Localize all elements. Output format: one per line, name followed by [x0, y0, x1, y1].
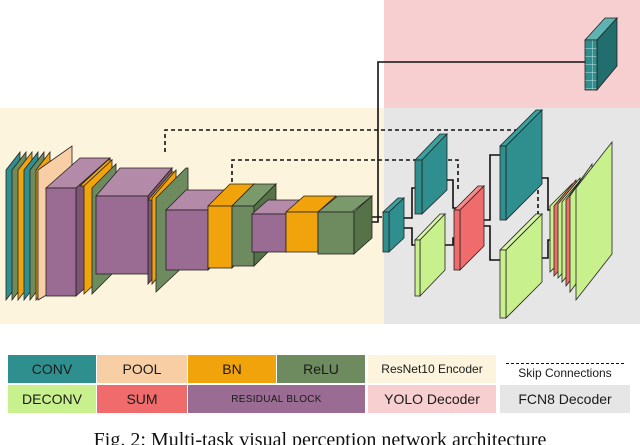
legend-yolo-decoder: YOLO Decoder — [368, 385, 496, 413]
legend-bn: BN — [188, 355, 276, 383]
legend-sum: SUM — [97, 385, 187, 413]
figure-caption: Fig. 2: Multi-task visual perception net… — [93, 429, 547, 445]
legend-deconv: DECONV — [8, 385, 96, 413]
skip-connections — [164, 129, 539, 218]
yolo-output-grid — [584, 16, 618, 92]
res-block-4 — [250, 195, 374, 255]
decoder-blocks — [381, 109, 613, 319]
legend-fcn8-decoder: FCN8 Decoder — [500, 385, 630, 413]
legend-skip-connections: Skip Connections — [500, 356, 630, 380]
skip-connections-sample — [506, 362, 624, 366]
legend-relu: ReLU — [277, 355, 365, 383]
final-deconv-stack — [549, 140, 613, 302]
encoder-blocks — [5, 145, 374, 302]
legend-encoder: ResNet10 Encoder — [368, 355, 496, 383]
legend-pool: POOL — [97, 355, 187, 383]
legend-conv: CONV — [8, 355, 96, 383]
legend-residual-block: RESIDUAL BLOCK — [188, 385, 365, 413]
connector-lines — [355, 61, 585, 261]
skip-connections-label: Skip Connections — [518, 365, 612, 380]
